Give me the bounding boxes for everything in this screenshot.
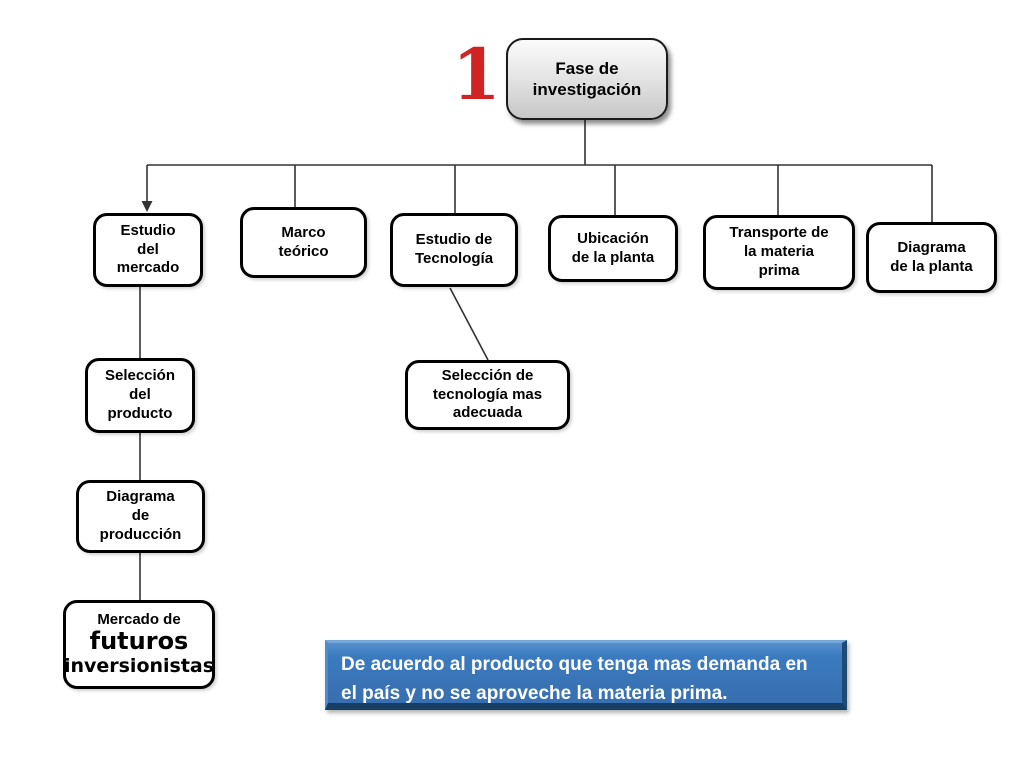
mercado-futuros-line2: futuros: [89, 627, 189, 656]
mercado-futuros-line1: Mercado de: [97, 611, 181, 629]
node-transporte-materia: Transporte de la materia prima: [703, 215, 855, 290]
note-callout: De acuerdo al producto que tenga mas dem…: [325, 640, 847, 710]
node-marco-teorico: Marco teórico: [240, 207, 367, 278]
node-diagrama-produccion: Diagrama de producción: [76, 480, 205, 553]
node-mercado-futuros: Mercado de futuros inversionistas: [63, 600, 215, 689]
node-seleccion-producto: Selección del producto: [85, 358, 195, 433]
node-estudio-tecnologia: Estudio de Tecnología: [390, 213, 518, 287]
node-ubicacion-planta: Ubicación de la planta: [548, 215, 678, 282]
node-diagrama-planta: Diagrama de la planta: [866, 222, 997, 293]
arrowhead-icon: [141, 201, 153, 212]
link-tecnologia-seleccion: [449, 287, 489, 361]
node-estudio-mercado: Estudio del mercado: [93, 213, 203, 287]
mercado-futuros-line3: inversionistas: [63, 655, 215, 677]
node-seleccion-tecnologia: Selección de tecnología mas adecuada: [405, 360, 570, 430]
node-fase-investigacion: Fase de investigación: [506, 38, 668, 120]
